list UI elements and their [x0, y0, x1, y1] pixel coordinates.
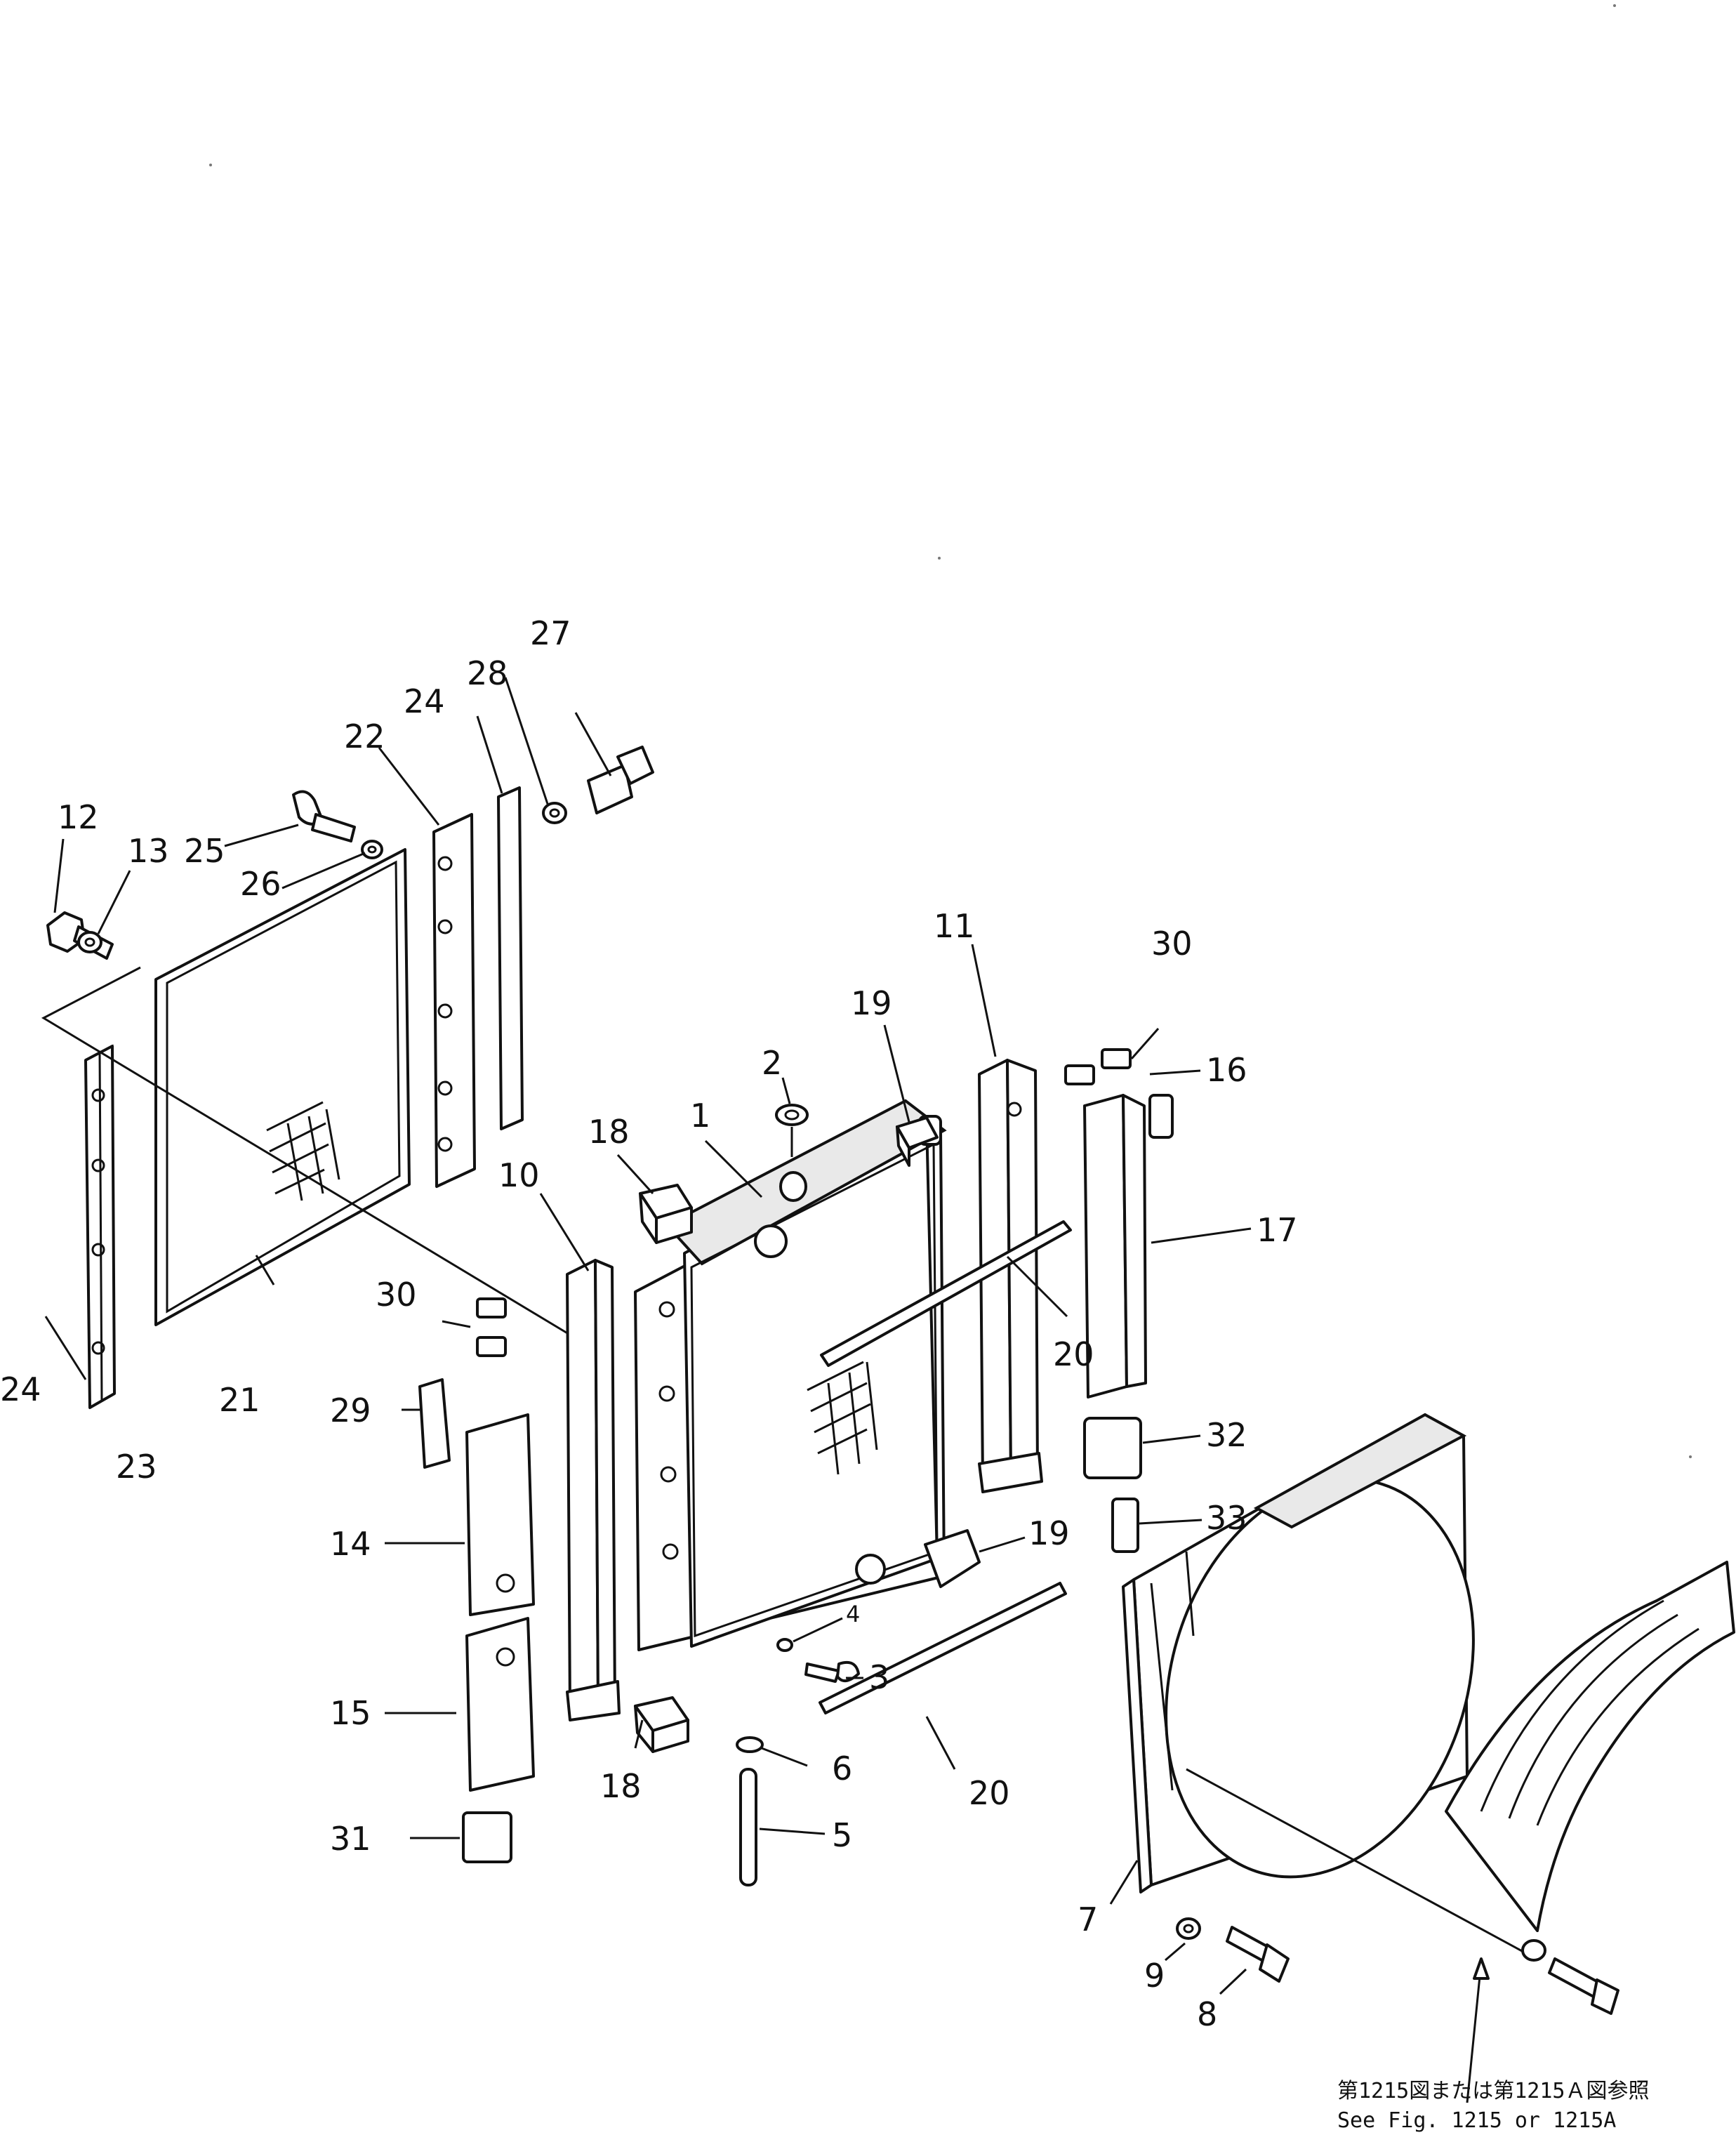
- callout-20-lower: 20: [969, 1774, 1010, 1812]
- callout-33: 33: [1206, 1499, 1247, 1537]
- drain-valve-5: [739, 1768, 757, 1886]
- block-30-lower: [476, 1297, 507, 1357]
- callout-2: 2: [762, 1044, 782, 1082]
- callout-16: 16: [1206, 1051, 1247, 1089]
- air-duct: [1445, 1561, 1735, 1932]
- callout-29: 29: [330, 1392, 371, 1429]
- block-18-upper: [639, 1184, 693, 1244]
- callout-18-lower: 18: [600, 1767, 642, 1805]
- bracket-22: [432, 813, 476, 1188]
- radiator-core-1: [634, 1099, 947, 1651]
- callout-17: 17: [1257, 1211, 1298, 1249]
- clamp-6: [736, 1736, 764, 1753]
- callout-30-upper: 30: [1151, 925, 1193, 963]
- callout-28: 28: [467, 654, 508, 692]
- callout-26: 26: [240, 865, 281, 903]
- callout-8: 8: [1197, 1995, 1217, 2033]
- callout-19-lower: 19: [1028, 1514, 1070, 1552]
- callout-30-lower: 30: [376, 1276, 417, 1314]
- callout-1: 1: [690, 1097, 710, 1135]
- screen-frame-21: [154, 848, 411, 1326]
- callout-22: 22: [344, 718, 385, 755]
- washer-28: [542, 802, 567, 824]
- fan-shroud-7: [1122, 1413, 1475, 1893]
- reference-note-japanese: 第1215図または第1215Ａ図参照: [1337, 2079, 1650, 2103]
- callout-23: 23: [116, 1448, 157, 1486]
- block-32: [1083, 1417, 1142, 1479]
- callout-25: 25: [184, 832, 225, 870]
- callout-5: 5: [832, 1816, 852, 1854]
- callout-7: 7: [1078, 1901, 1098, 1938]
- callout-32: 32: [1206, 1416, 1247, 1454]
- block-31: [462, 1811, 512, 1863]
- wing-bolt-25: [292, 790, 356, 842]
- leader-lines: [44, 677, 1490, 2103]
- block-18-lower: [634, 1696, 689, 1753]
- callout-10: 10: [498, 1156, 540, 1194]
- callout-3: 3: [869, 1658, 889, 1696]
- bracket-23: [84, 1044, 116, 1409]
- block-33: [1111, 1498, 1139, 1553]
- block-16: [1148, 1094, 1174, 1139]
- washer-9: [1176, 1917, 1201, 1940]
- seal-24-upper: [497, 786, 524, 1130]
- callout-9: 9: [1144, 1957, 1165, 1995]
- callout-14: 14: [330, 1525, 371, 1563]
- alignment-line-left: [41, 966, 569, 1335]
- bolt-ref: [1548, 1957, 1619, 2015]
- callout-27: 27: [530, 614, 571, 652]
- block-14: [465, 1413, 535, 1616]
- callout-12: 12: [58, 798, 99, 836]
- washer-13: [77, 931, 102, 953]
- callout-15: 15: [330, 1694, 371, 1732]
- block-15: [465, 1617, 535, 1792]
- callout-18-upper: 18: [588, 1113, 630, 1151]
- block-19-lower: [924, 1529, 981, 1588]
- callout-21: 21: [219, 1381, 260, 1419]
- block-19-upper: [896, 1116, 939, 1167]
- bolt-8: [1226, 1926, 1290, 1983]
- scan-specks: [209, 4, 1692, 1458]
- block-17: [1083, 1094, 1147, 1399]
- callout-6: 6: [832, 1750, 852, 1787]
- seal-20-lower: [819, 1582, 1067, 1714]
- callout-31: 31: [330, 1820, 371, 1858]
- callout-24-upper: 24: [404, 682, 445, 720]
- support-11: [978, 1059, 1043, 1493]
- callout-11: 11: [934, 907, 975, 945]
- block-30-upper: [1064, 1048, 1132, 1085]
- drain-3: [804, 1660, 860, 1683]
- callout-20-upper: 20: [1053, 1335, 1094, 1373]
- callout-4: 4: [846, 1601, 860, 1627]
- washer-26: [361, 840, 383, 859]
- gasket-4: [776, 1638, 793, 1652]
- callout-labels: 1 2 3 4 5 6 7 8 9 10 11 12 13 14 15 16 1…: [0, 614, 1298, 2033]
- support-10: [566, 1259, 621, 1721]
- callout-19-upper: 19: [851, 984, 892, 1022]
- callout-24-left: 24: [0, 1370, 41, 1408]
- bolt-27: [587, 746, 654, 814]
- radiator-cap-2: [775, 1104, 809, 1157]
- block-29: [418, 1378, 451, 1469]
- reference-note: 第1215図または第1215Ａ図参照 See Fig. 1215 or 1215…: [1337, 2079, 1650, 2133]
- reference-note-english: See Fig. 1215 or 1215A: [1337, 2108, 1616, 2133]
- callout-13: 13: [128, 832, 169, 870]
- washer-ref: [1521, 1939, 1546, 1962]
- alignment-line-right: [1186, 1768, 1524, 1953]
